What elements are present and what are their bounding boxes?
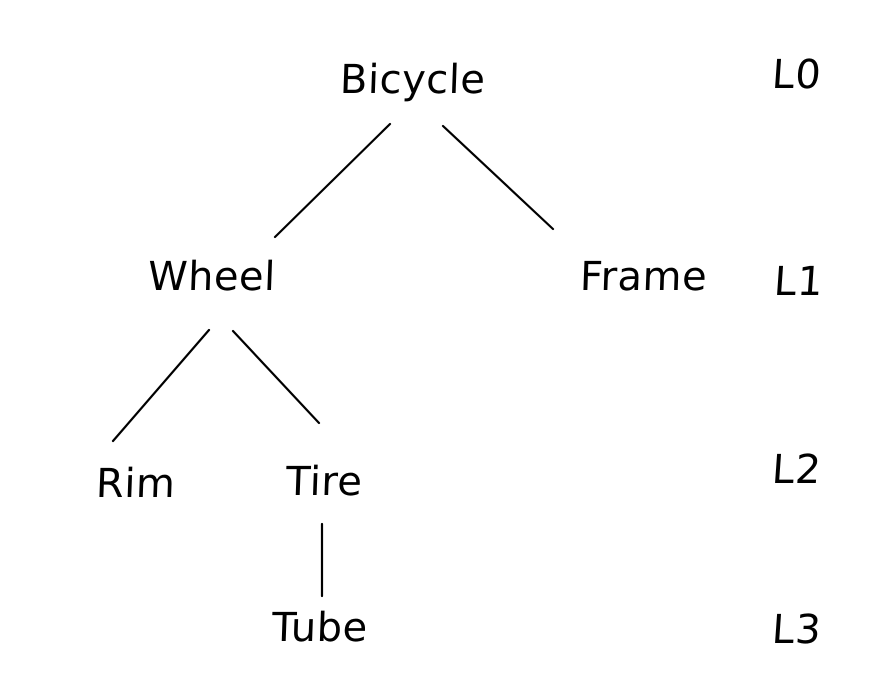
level-label-l1: L1 bbox=[772, 259, 826, 305]
tree-node-rim[interactable]: Rim bbox=[95, 461, 177, 507]
tree-edge bbox=[111, 328, 211, 443]
tree-edge bbox=[441, 124, 555, 231]
tree-node-tire[interactable]: Tire bbox=[285, 459, 364, 505]
level-label-l0: L0 bbox=[770, 52, 824, 98]
level-label-l2: L2 bbox=[770, 447, 824, 493]
level-label-l3: L3 bbox=[770, 607, 824, 653]
tree-node-wheel[interactable]: Wheel bbox=[147, 254, 277, 300]
tree-edge bbox=[273, 122, 392, 239]
tree-node-frame[interactable]: Frame bbox=[579, 254, 708, 300]
tree-edge bbox=[231, 329, 321, 425]
tree-node-tube[interactable]: Tube bbox=[271, 605, 369, 651]
tree-node-bicycle[interactable]: Bicycle bbox=[339, 57, 487, 103]
